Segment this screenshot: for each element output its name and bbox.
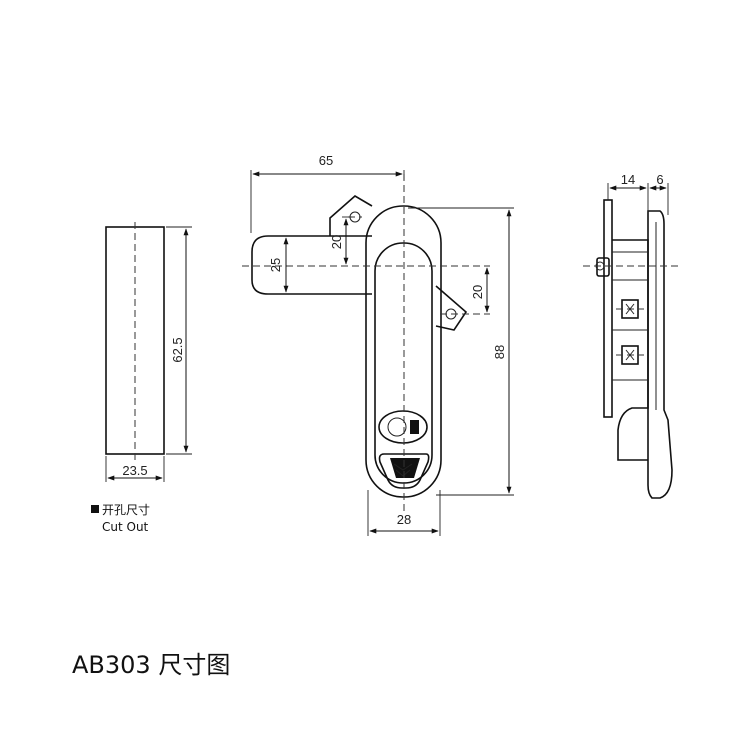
depth-label: 14: [621, 172, 635, 187]
key-slot: [410, 420, 419, 434]
pivot-offset-label: 20: [329, 235, 344, 249]
height-88-label: 88: [492, 345, 507, 359]
legend-en: Cut Out: [102, 520, 149, 534]
push-button-grip: [390, 458, 420, 478]
side-body-block: [612, 239, 649, 461]
right-ear: [435, 285, 468, 331]
lever-height-label: 25: [268, 258, 283, 272]
push-button: [378, 453, 430, 489]
lever-arm: [251, 235, 372, 295]
side-view: 14 6: [583, 172, 680, 499]
side-panel-plate: [603, 199, 613, 418]
key-cylinder: [378, 410, 428, 444]
cutout-width-label: 23.5: [122, 463, 147, 478]
cutout-view: 62.5 23.5 开孔尺寸 Cut Out: [91, 222, 192, 534]
front-view: 65 25 20 20 88 28: [242, 153, 514, 536]
width-65-label: 65: [319, 153, 333, 168]
right-offset-label: 20: [470, 285, 485, 299]
bottom-width-label: 28: [397, 512, 411, 527]
legend-cn: 开孔尺寸: [102, 503, 150, 517]
key-cylinder-face: [387, 417, 407, 437]
side-housing: [647, 210, 673, 499]
thickness-label: 6: [656, 172, 663, 187]
drawing-caption: AB303 尺寸图: [72, 651, 230, 679]
legend-square-icon: [91, 505, 99, 513]
side-bolt: [596, 257, 610, 277]
pivot-ear: [329, 195, 373, 236]
cutout-height-label: 62.5: [170, 337, 185, 362]
